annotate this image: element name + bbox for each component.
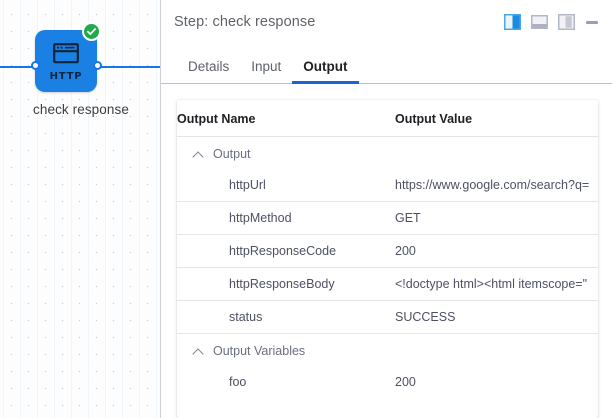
http-browser-icon [53,42,79,70]
check-circle-icon [82,22,101,41]
group-toggle-output[interactable]: Output [177,147,598,161]
table-group-row-output-variables[interactable]: Output Variables [177,334,598,367]
node-output-port[interactable] [93,61,102,70]
workflow-canvas[interactable]: HTTP check response [0,0,161,418]
output-name-httpurl: httpUrl [177,169,395,202]
output-value-httpurl: https://www.google.com/search?q= [395,169,598,202]
column-header-output-value: Output Value [395,100,598,137]
layout-bottom-panel-icon[interactable] [531,14,548,30]
tab-output[interactable]: Output [292,59,359,84]
table-group-row-output[interactable]: Output [177,137,598,170]
panel-divider[interactable] [160,0,161,418]
tab-input[interactable]: Input [251,59,282,74]
output-value-httpresponsebody: <!doctype html><html itemscope=" [395,267,598,301]
layout-split-right-icon[interactable] [504,14,521,30]
output-name-foo: foo [229,375,247,389]
output-table-head: Output Name Output Value [177,100,598,137]
output-value-foo: 200 [395,375,416,389]
panel-header: Step: check response [161,0,612,44]
step-details-panel: Step: check response [161,0,612,418]
table-header-row: Output Name Output Value [177,100,598,137]
table-row[interactable]: httpResponseCode 200 [177,234,598,268]
output-name-httpresponsecode: httpResponseCode [177,234,395,268]
table-row[interactable]: httpMethod GET [177,201,598,235]
connector-wire-outgoing [94,66,161,68]
output-name-httpresponsebody: httpResponseBody [177,267,395,301]
page-title: Step: check response [174,14,316,30]
panel-body: Output Name Output Value Output [161,84,612,418]
group-cell: Output Variables [177,334,598,367]
output-name-status: status [177,300,395,334]
output-name-httpmethod: httpMethod [177,201,395,235]
output-value-status: SUCCESS [395,300,598,334]
chevron-up-icon[interactable] [193,346,204,357]
minimize-bar [586,20,598,24]
output-table-body: Output httpUrl https://www.google.com/se… [177,137,598,399]
output-value-httpresponsecode: 200 [395,234,598,268]
minimize-icon[interactable] [585,15,599,29]
node-input-port[interactable] [31,61,40,70]
table-row[interactable]: status SUCCESS [177,300,598,334]
column-header-output-name: Output Name [177,100,395,137]
workflow-node-label: check response [33,102,129,117]
panel-tabs: Details Input Output [161,44,612,84]
table-row[interactable]: httpUrl https://www.google.com/search?q= [177,169,598,202]
panel-header-actions [504,14,599,30]
tab-details[interactable]: Details [188,59,230,74]
group-label-output: Output [213,147,251,161]
workflow-node-check-response[interactable]: HTTP [35,30,97,92]
group-toggle-output-variables[interactable]: Output Variables [177,344,598,358]
http-node-glyph-label: HTTP [49,70,83,82]
output-table: Output Name Output Value Output [177,100,598,398]
layout-right-panel-icon[interactable] [558,14,575,30]
group-cell: Output [177,137,598,170]
output-value-httpmethod: GET [395,201,598,235]
table-row[interactable]: foo 200 [177,366,598,398]
group-label-output-variables: Output Variables [213,344,306,358]
output-table-card: Output Name Output Value Output [177,100,598,418]
chevron-up-icon[interactable] [193,149,204,160]
connector-wire-incoming [0,66,40,68]
table-row[interactable]: httpResponseBody <!doctype html><html it… [177,267,598,301]
